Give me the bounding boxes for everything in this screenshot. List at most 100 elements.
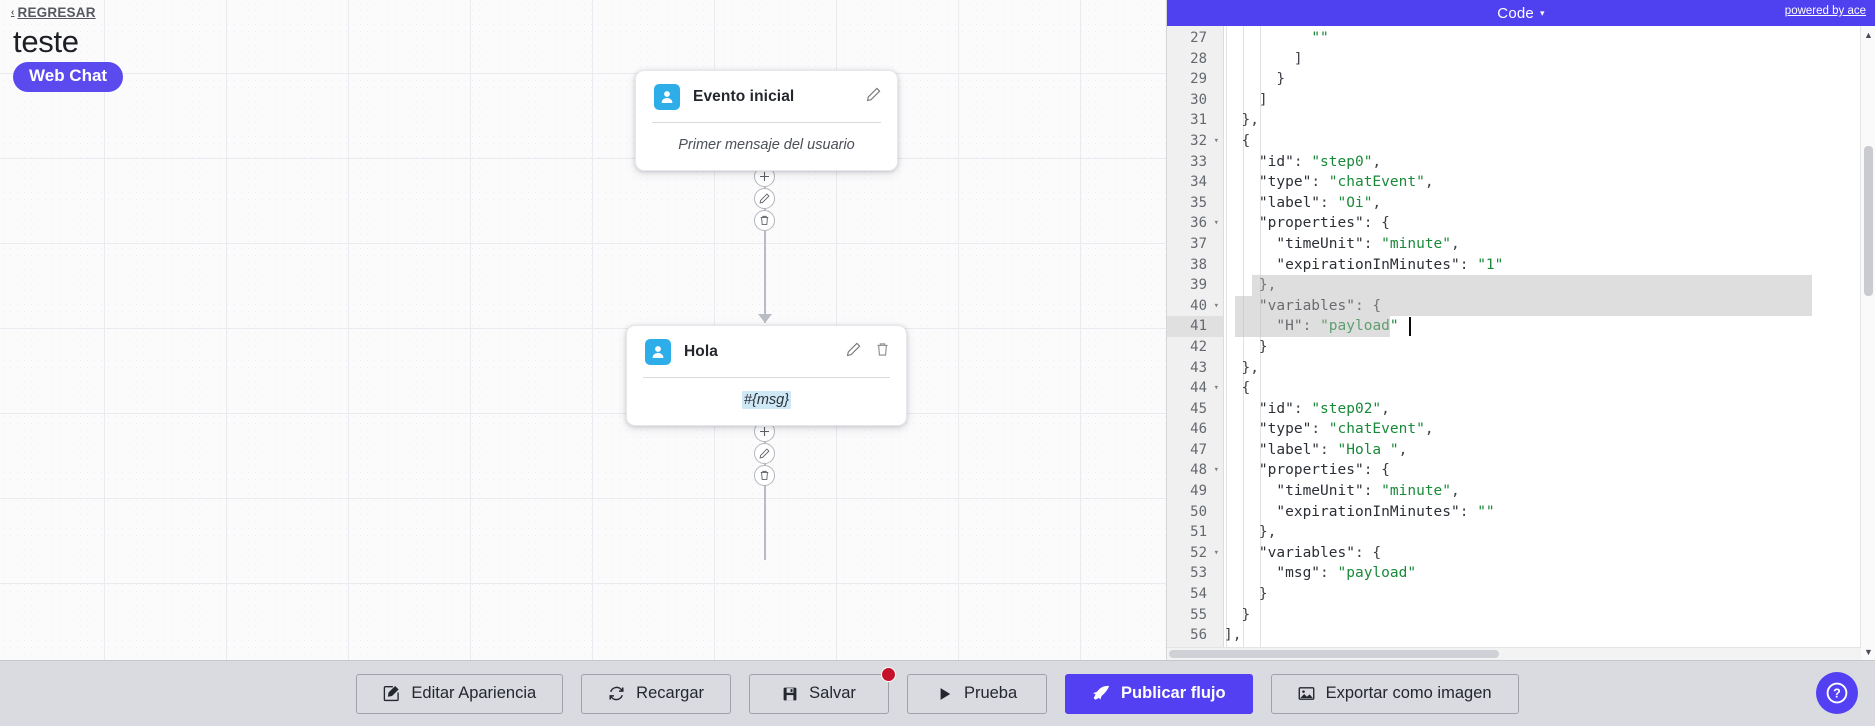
code-line[interactable]: "msg": "payload" (1276, 565, 1417, 582)
toolbar-button-salvar[interactable]: Salvar (749, 666, 897, 714)
back-link[interactable]: ‹ REGRESAR (11, 5, 96, 20)
gutter-line-number[interactable]: 45 (1190, 400, 1207, 417)
gutter-line-number[interactable]: 51 (1190, 524, 1207, 541)
code-line[interactable]: }, (1224, 112, 1259, 129)
fold-toggle-icon[interactable]: ▾ (1213, 547, 1219, 558)
gutter-line-number[interactable]: 56 (1190, 627, 1207, 644)
code-line[interactable]: "timeUnit": "minute", (1276, 235, 1460, 252)
gutter-line-number[interactable]: 49 (1190, 483, 1207, 500)
ace-credit-link[interactable]: powered by ace (1784, 5, 1866, 17)
code-line[interactable]: "id": "step02", (1258, 400, 1390, 417)
gutter-line-number[interactable]: 48▾ (1167, 460, 1223, 481)
gutter-line-number[interactable]: 41 (1167, 316, 1223, 337)
toolbar-button-recargar[interactable]: Recargar (581, 673, 732, 714)
code-line[interactable]: } (1224, 71, 1286, 88)
fold-toggle-icon[interactable]: ▾ (1213, 300, 1219, 311)
editor-horizontal-scrollbar[interactable] (1167, 647, 1861, 660)
gutter-line-number[interactable]: 47 (1190, 441, 1207, 458)
flow-node-hola[interactable]: Hola #{msg} (626, 325, 907, 426)
code-line[interactable]: "id": "step0", (1258, 153, 1382, 170)
flow-node-evento-inicial[interactable]: Evento inicial Primer mensaje del usuari… (635, 70, 898, 171)
code-line[interactable]: ] (1224, 50, 1303, 67)
add-step-button[interactable] (754, 421, 775, 442)
gutter-line-number[interactable]: 40▾ (1167, 296, 1223, 317)
connector-toolbar-2[interactable] (754, 421, 775, 486)
editor-vertical-scrollbar[interactable]: ▲ ▼ (1860, 26, 1875, 660)
code-line[interactable]: "properties": { (1258, 215, 1390, 232)
code-line[interactable]: "type": "chatEvent", (1258, 421, 1434, 438)
gutter-line-number[interactable]: 52▾ (1167, 543, 1223, 564)
gutter-line-number[interactable]: 34 (1190, 174, 1207, 191)
code-line[interactable]: "expirationInMinutes": "" (1276, 503, 1495, 520)
gutter-line-number[interactable]: 53 (1190, 565, 1207, 582)
fold-toggle-icon[interactable]: ▾ (1213, 135, 1219, 146)
trash-icon (760, 215, 769, 225)
editor-content[interactable]: "" ] } ] }, { "id": "step0", "type": "ch… (1224, 26, 1861, 660)
gutter-line-number[interactable]: 28 (1190, 50, 1207, 67)
gutter-line-number[interactable]: 33 (1190, 153, 1207, 170)
code-line[interactable]: "label": "Oi", (1258, 194, 1382, 211)
code-line[interactable]: }, (1224, 359, 1259, 376)
delete-trash-icon[interactable] (875, 342, 890, 362)
toolbar-button-publicar-flujo[interactable]: Publicar flujo (1065, 673, 1253, 714)
code-line[interactable]: "expirationInMinutes": "1" (1276, 256, 1504, 273)
gutter-line-number[interactable]: 36▾ (1167, 213, 1223, 234)
toolbar-button-editar-apariencia[interactable]: Editar Apariencia (356, 673, 564, 714)
code-line[interactable]: }, (1224, 277, 1277, 294)
code-line[interactable]: "variables": { (1258, 544, 1382, 561)
gutter-line-number[interactable]: 39 (1190, 277, 1207, 294)
fold-toggle-icon[interactable]: ▾ (1213, 218, 1219, 229)
gutter-line-number[interactable]: 31 (1190, 112, 1207, 129)
code-mode-selector[interactable]: Code ▾ (1497, 5, 1544, 22)
code-line[interactable]: }, (1224, 524, 1277, 541)
gutter-line-number[interactable]: 54 (1190, 586, 1207, 603)
fold-toggle-icon[interactable]: ▾ (1213, 465, 1219, 476)
gutter-line-number[interactable]: 29 (1190, 71, 1207, 88)
scrollbar-thumb[interactable] (1169, 650, 1499, 658)
gutter-line-number[interactable]: 43 (1190, 359, 1207, 376)
code-line[interactable]: "timeUnit": "minute", (1276, 483, 1460, 500)
code-line[interactable]: "" (1311, 30, 1329, 46)
code-line[interactable]: "H": "payload" (1276, 318, 1399, 335)
toolbar-button-prueba[interactable]: Prueba (907, 673, 1048, 714)
help-button[interactable]: ? (1816, 672, 1858, 714)
code-line[interactable]: "label": "Hola ", (1258, 441, 1408, 458)
edit-connector-button[interactable] (754, 188, 775, 209)
delete-connector-button[interactable] (754, 465, 775, 486)
code-line[interactable]: } (1224, 606, 1251, 623)
gutter-line-number[interactable]: 44▾ (1167, 378, 1223, 399)
gutter-line-number[interactable]: 27 (1190, 30, 1207, 46)
code-line[interactable]: ] (1224, 91, 1268, 108)
fold-toggle-icon[interactable]: ▾ (1213, 383, 1219, 394)
gutter-line-number[interactable]: 37 (1190, 235, 1207, 252)
scrollbar-thumb[interactable] (1864, 146, 1873, 296)
code-line[interactable]: } (1224, 586, 1268, 603)
gutter-line-number[interactable]: 42 (1190, 338, 1207, 355)
code-line[interactable]: } (1224, 338, 1268, 355)
delete-connector-button[interactable] (754, 210, 775, 231)
code-line[interactable]: ], (1224, 627, 1242, 644)
edit-pencil-icon[interactable] (866, 87, 881, 107)
gutter-line-number[interactable]: 38 (1190, 256, 1207, 273)
gutter-line-number[interactable]: 46 (1190, 421, 1207, 438)
scroll-down-icon[interactable]: ▼ (1864, 646, 1873, 657)
code-line[interactable]: "properties": { (1258, 462, 1390, 479)
flow-canvas[interactable]: ‹ REGRESAR teste Web Chat (0, 0, 1166, 660)
code-line[interactable]: { (1224, 380, 1251, 397)
code-line[interactable]: "variables": { (1258, 297, 1382, 314)
edit-pencil-icon[interactable] (846, 342, 861, 362)
toolbar-button-label: Recargar (636, 684, 705, 702)
gutter-line-number[interactable]: 35 (1190, 194, 1207, 211)
gutter-line-number[interactable]: 32▾ (1167, 131, 1223, 152)
gutter-line-number[interactable]: 30 (1190, 91, 1207, 108)
code-line[interactable]: { (1224, 132, 1251, 149)
connector-toolbar-1[interactable] (754, 166, 775, 231)
edit-connector-button[interactable] (754, 443, 775, 464)
scroll-up-icon[interactable]: ▲ (1864, 29, 1873, 40)
gutter-line-number[interactable]: 50 (1190, 503, 1207, 520)
gutter-line-number[interactable]: 55 (1190, 606, 1207, 623)
toolbar-button-exportar-como-imagen[interactable]: Exportar como imagen (1270, 673, 1519, 714)
code-line[interactable]: "type": "chatEvent", (1258, 174, 1434, 191)
